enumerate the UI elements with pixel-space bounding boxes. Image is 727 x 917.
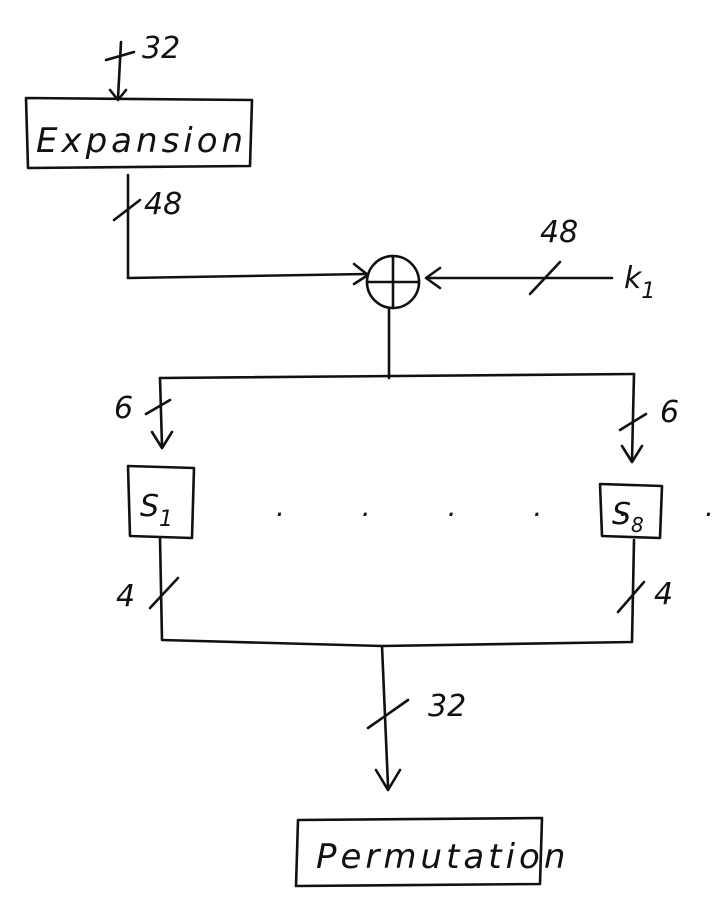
permutation-label: Permutation (316, 837, 569, 877)
to-permutation-line: 32 (366, 644, 466, 792)
input-width-label: 32 (142, 31, 180, 66)
sbox-in-width-left: 6 (114, 391, 133, 426)
sbox-out-width-right: 4 (654, 577, 673, 612)
expansion-label: Expansion (36, 121, 247, 161)
expansion-out-width-label: 48 (144, 187, 182, 222)
output-width-label: 32 (428, 689, 466, 724)
permutation-box: Permutation (294, 816, 569, 888)
output-bus: 4 4 (116, 536, 673, 648)
input-line: 32 (104, 31, 180, 102)
xor-symbol (365, 254, 421, 310)
splitter-bus: 6 6 (114, 306, 679, 464)
expansion-to-xor-line: 48 (112, 173, 370, 286)
sbox-1: S1 (126, 464, 196, 540)
expansion-box: Expansion (24, 96, 254, 170)
sbox-8-label: S8 (612, 497, 644, 537)
sbox-out-width-left: 4 (116, 579, 135, 614)
sbox-1-label: S1 (140, 489, 173, 532)
sbox-in-width-right: 6 (660, 395, 679, 430)
key-width-label: 48 (540, 215, 578, 250)
ellipsis-dots: . . . . . . (276, 490, 727, 523)
key-line: 48 k1 (424, 215, 655, 304)
key-label: k1 (624, 261, 655, 304)
sbox-8: S8 (598, 482, 664, 540)
